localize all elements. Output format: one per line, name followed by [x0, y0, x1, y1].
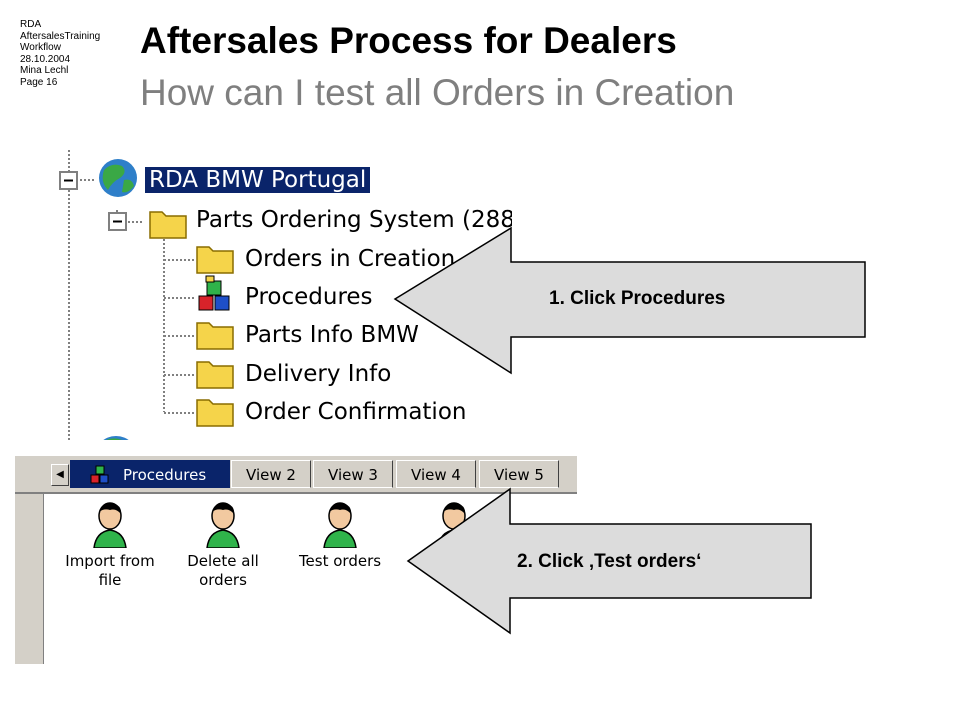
callout-step-2: 2. Click ‚Test orders‘	[517, 551, 702, 572]
procedure-label: Delete all orders	[187, 552, 259, 589]
procedure-label: Import from file	[65, 552, 155, 589]
folder-icon	[196, 246, 234, 274]
folder-icon	[149, 211, 187, 239]
tree-node-label: Parts Info BMW	[245, 322, 419, 348]
folder-icon	[196, 361, 234, 389]
slide-meta: RDA AftersalesTraining Workflow 28.10.20…	[20, 19, 135, 88]
tree-node-label: Parts Ordering System (28826)	[196, 207, 512, 233]
folder-icon	[196, 399, 234, 427]
tab-scroll-left-icon[interactable]: ◀	[51, 464, 69, 486]
tab-label: View 4	[411, 466, 461, 484]
person-icon	[323, 502, 357, 548]
tab-label: View 3	[328, 466, 378, 484]
procedure-import-from-file[interactable]: Import from file	[55, 500, 165, 590]
tab-view-4[interactable]: View 4	[396, 460, 476, 488]
tree-node-label: Order Confirmation	[245, 399, 467, 425]
tree-node-label: Orders in Creation	[245, 246, 456, 272]
tab-procedures[interactable]: Procedures	[70, 460, 230, 488]
collapse-box-icon[interactable]	[108, 212, 127, 231]
tree-node-label: Delivery Info	[245, 361, 392, 387]
tree-node-procedures[interactable]: Procedures	[245, 282, 373, 312]
tree-node-delivery-info[interactable]: Delivery Info	[245, 359, 391, 389]
meta-line: 28.10.2004	[20, 53, 71, 65]
tree-node-orders-in-creation[interactable]: Orders in Creation	[245, 244, 455, 274]
meta-line: AftersalesTraining	[20, 30, 101, 42]
callout-step-1: 1. Click Procedures	[549, 288, 726, 309]
meta-line: RDA	[20, 19, 42, 30]
procedures-blocks-icon	[198, 275, 230, 311]
left-pane-strip	[15, 494, 44, 664]
tab-label: View 2	[246, 466, 296, 484]
procedures-blocks-icon	[90, 465, 109, 484]
person-icon	[93, 502, 127, 548]
globe-icon	[103, 436, 129, 440]
procedure-label: Test orders	[298, 552, 382, 570]
procedure-delete-all-orders[interactable]: Delete all orders	[168, 500, 278, 590]
tab-view-2[interactable]: View 2	[231, 460, 311, 488]
tab-view-5[interactable]: View 5	[479, 460, 559, 488]
tab-label: Procedures	[123, 466, 207, 484]
tab-view-3[interactable]: View 3	[313, 460, 393, 488]
tree-lines	[59, 150, 234, 440]
procedure-test-orders[interactable]: Test orders	[285, 500, 395, 571]
tree-node-label: RDA BMW Portugal	[145, 167, 371, 193]
slide-title: Aftersales Process for Dealers	[140, 20, 677, 61]
meta-line: Mina Lechl	[20, 65, 69, 76]
meta-line: Workflow	[20, 42, 61, 53]
tree-node-label: Procedures	[245, 284, 373, 310]
globe-icon	[99, 159, 137, 197]
callout-arrow-1	[393, 226, 866, 375]
slide-subtitle: How can I test all Orders in Creation	[140, 72, 735, 113]
tab-label: View 5	[494, 466, 544, 484]
tree-node-order-confirmation[interactable]: Order Confirmation	[245, 397, 466, 427]
tree-node-parts-ordering[interactable]: Parts Ordering System (28826)	[196, 205, 512, 235]
meta-line: Page 16	[20, 76, 58, 88]
callout-arrow-2	[406, 487, 812, 635]
tab-bar: ◀ Procedures View 2 View 3 View 4 View 5	[15, 456, 577, 494]
tree-node-root[interactable]: RDA BMW Portugal	[145, 165, 371, 195]
person-icon	[206, 502, 240, 548]
folder-icon	[196, 322, 234, 350]
tree-node-parts-info[interactable]: Parts Info BMW	[245, 320, 419, 350]
collapse-box-icon[interactable]	[59, 171, 78, 190]
